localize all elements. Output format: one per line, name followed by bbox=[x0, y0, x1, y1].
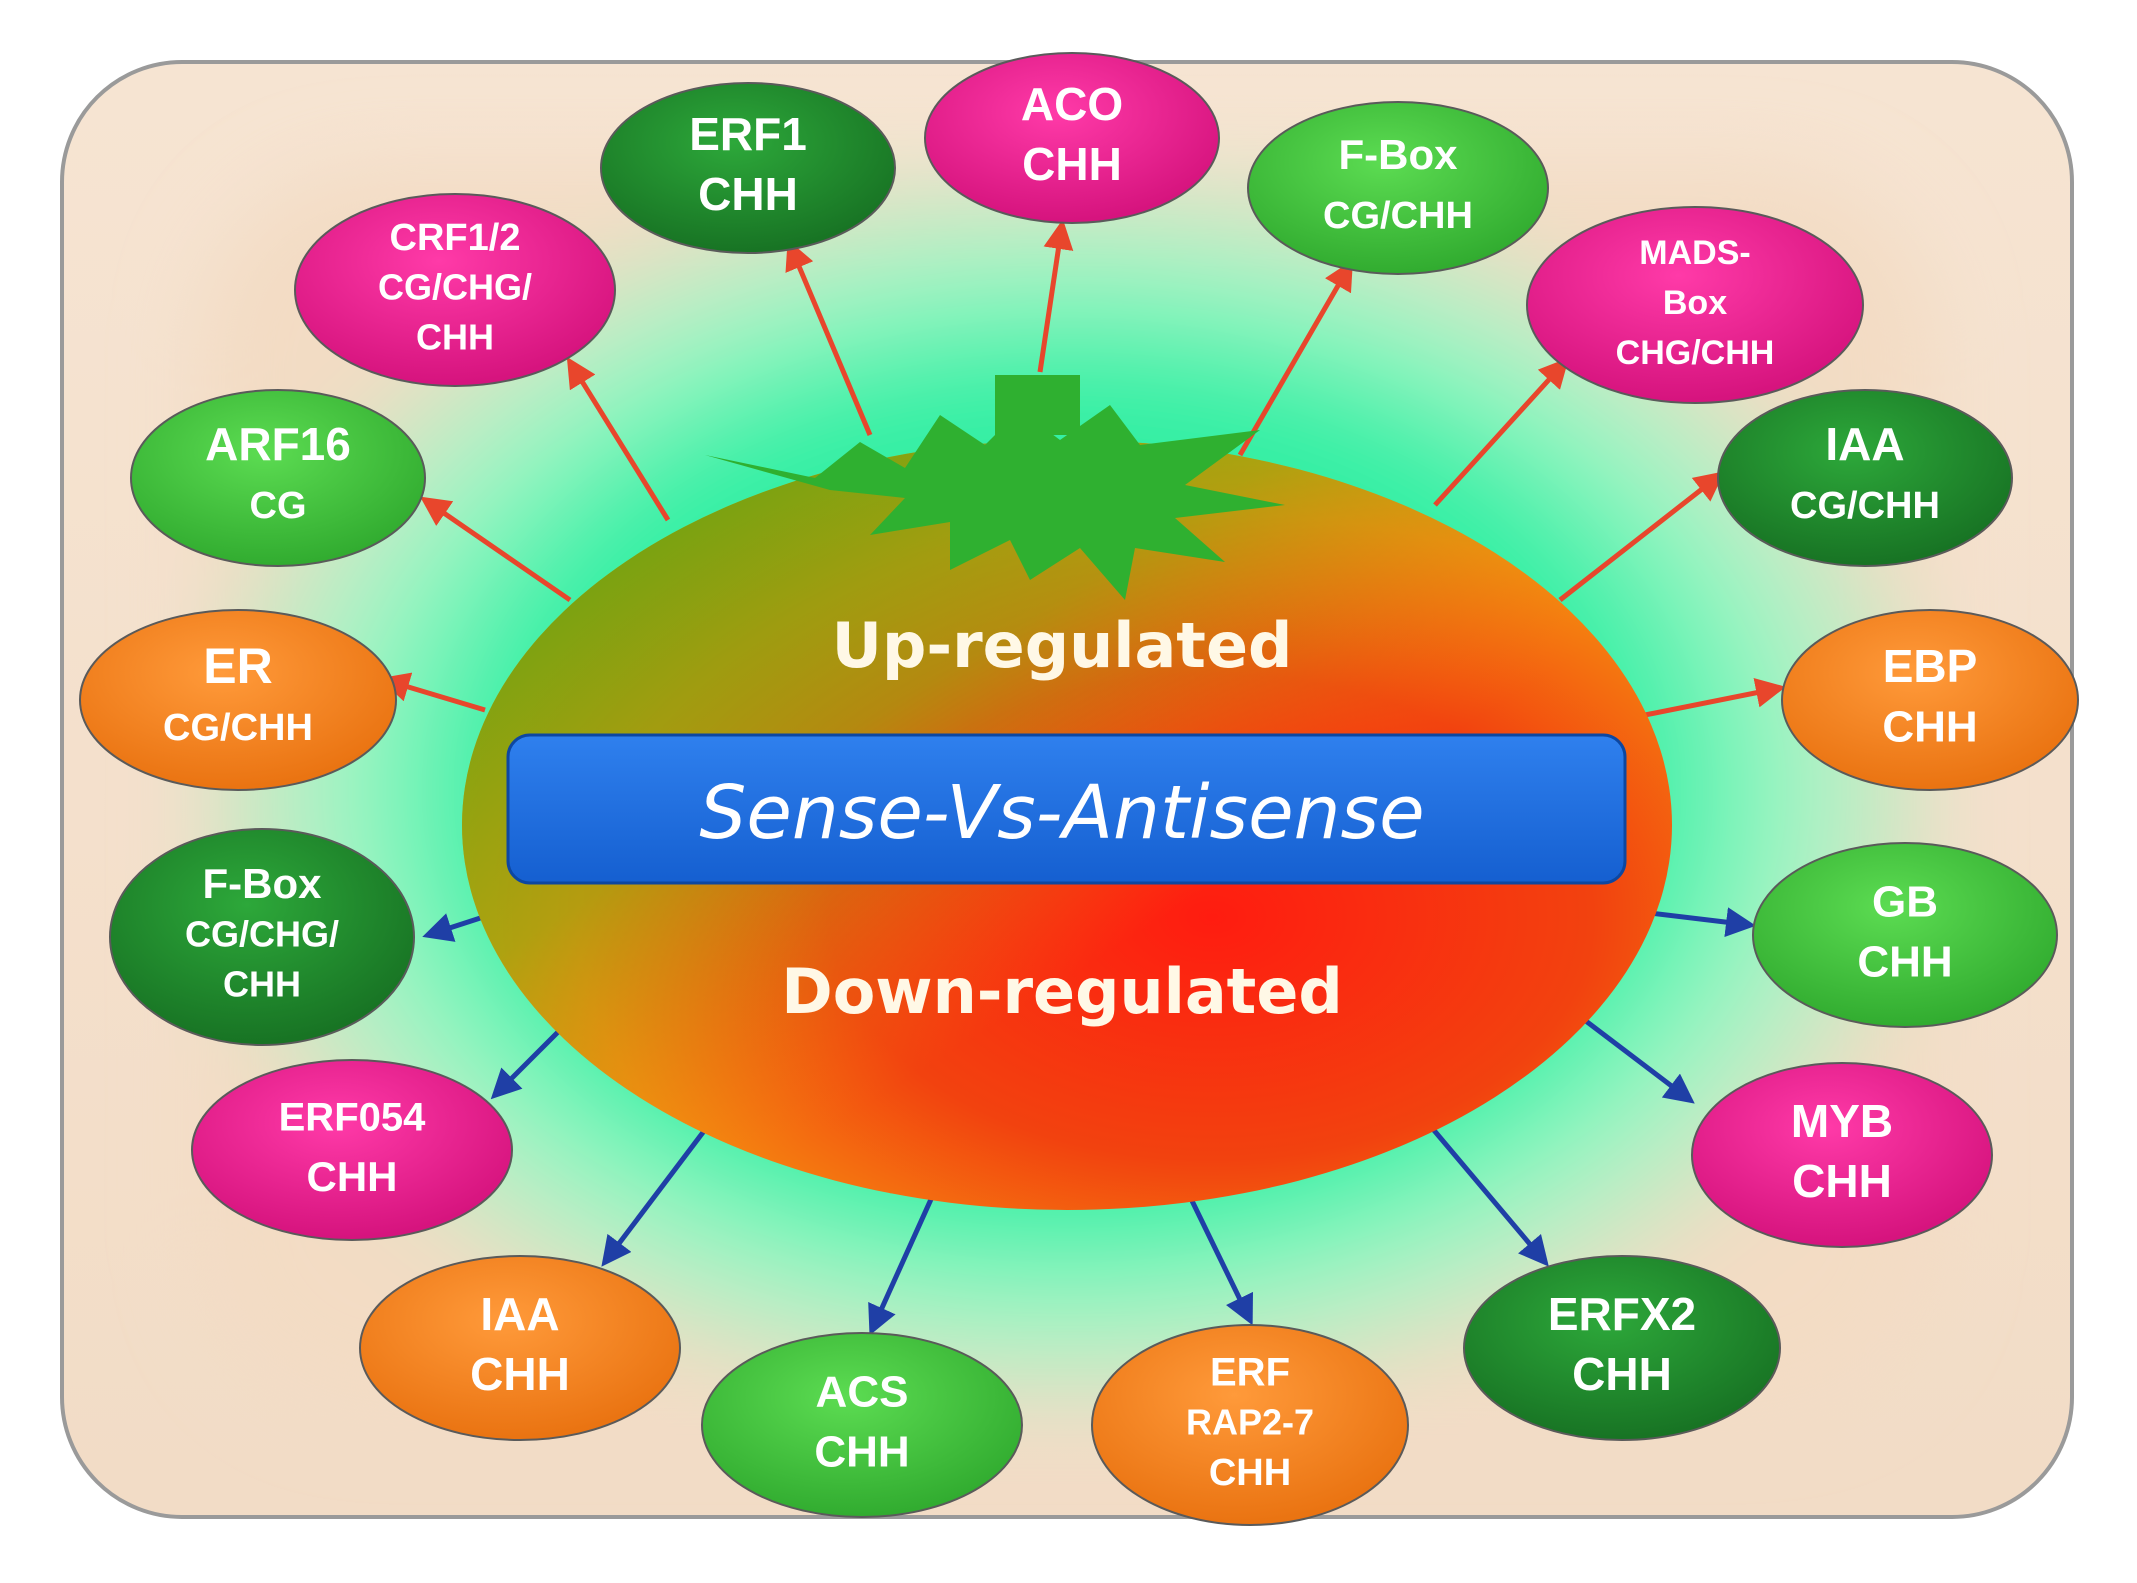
gene-node-ellipse bbox=[1781, 609, 2079, 791]
sense-vs-antisense-label: Sense-Vs-Antisense bbox=[699, 770, 1424, 856]
gene-node-label-line: CHH bbox=[698, 168, 798, 220]
gene-node-ellipse bbox=[109, 828, 415, 1046]
gene-node-ellipse bbox=[600, 82, 896, 254]
gene-node-label-line: CHH bbox=[1209, 1452, 1291, 1494]
gene-node-label-line: GB bbox=[1872, 878, 1938, 927]
gene-node-gb: GB CHH bbox=[1752, 842, 2058, 1028]
gene-node-label-line: Box bbox=[1663, 284, 1727, 322]
gene-node-label-line: CRF1/2 bbox=[390, 217, 521, 259]
gene-node-ellipse bbox=[79, 609, 397, 791]
gene-node-label-line: MADS- bbox=[1639, 234, 1750, 272]
gene-node-ebp: EBP CHH bbox=[1781, 609, 2079, 791]
gene-node-label-line: CHH bbox=[1572, 1348, 1672, 1400]
gene-node-label-line: ERF054 bbox=[279, 1096, 426, 1140]
gene-node-myb: MYB CHH bbox=[1691, 1062, 1993, 1248]
up-regulated-label: Up-regulated bbox=[832, 609, 1293, 682]
gene-node-label-line: ACO bbox=[1021, 78, 1123, 130]
gene-node-label-line: CG/CHH bbox=[1323, 195, 1473, 237]
gene-node-label-line: ARF16 bbox=[205, 418, 351, 470]
down-regulated-label: Down-regulated bbox=[781, 955, 1343, 1028]
gene-node-ellipse bbox=[1691, 1062, 1993, 1248]
tomato-stem-icon bbox=[705, 375, 1285, 600]
gene-node-ellipse bbox=[1717, 389, 2013, 567]
arrow-to-er bbox=[379, 672, 486, 713]
gene-node-label-line: CHH bbox=[1792, 1155, 1892, 1207]
gene-node-ellipse bbox=[1091, 1324, 1409, 1526]
gene-node-label-line: F-Box bbox=[1339, 131, 1459, 178]
gene-node-label-line: CG/CHG/ bbox=[378, 267, 532, 308]
gene-node-label-line: CHH bbox=[1857, 938, 1952, 987]
gene-node-label-line: ACS bbox=[816, 1368, 909, 1417]
gene-node-iaa-down: IAA CHH bbox=[359, 1255, 681, 1441]
arrow-to-aco bbox=[1037, 219, 1074, 373]
gene-node-ellipse bbox=[1526, 206, 1864, 404]
gene-node-label-line: IAA bbox=[1825, 418, 1904, 470]
gene-node-ellipse bbox=[701, 1332, 1023, 1518]
arrow-to-crf12 bbox=[566, 356, 671, 522]
gene-node-label-line: CG/CHH bbox=[1790, 485, 1940, 527]
arrow-to-iaa-up bbox=[1558, 471, 1725, 602]
gene-node-label-line: ER bbox=[203, 638, 272, 694]
gene-node-aco: ACO CHH bbox=[924, 52, 1220, 224]
arrow-to-erf1 bbox=[785, 239, 873, 436]
gene-node-iaa-up: IAA CG/CHH bbox=[1717, 389, 2013, 567]
gene-node-label-line: CHH bbox=[1022, 138, 1122, 190]
gene-node-label-line: CHG/CHH bbox=[1616, 334, 1775, 372]
gene-node-ellipse bbox=[294, 193, 616, 387]
gene-node-label-line: CHH bbox=[307, 1153, 398, 1200]
arrow-to-mads-box bbox=[1433, 357, 1570, 507]
gene-node-label-line: CHH bbox=[814, 1428, 909, 1477]
gene-node-label-line: RAP2-7 bbox=[1186, 1402, 1314, 1443]
gene-node-ellipse bbox=[1463, 1255, 1781, 1441]
gene-node-label-line: ERF1 bbox=[689, 108, 807, 160]
gene-node-label-line: CHH bbox=[470, 1348, 570, 1400]
arrow-to-ebp bbox=[1644, 677, 1786, 718]
gene-node-label-line: CG/CHH bbox=[163, 707, 313, 749]
sense-banner bbox=[506, 733, 1627, 885]
gene-node-label-line: CHH bbox=[1882, 703, 1977, 752]
gene-node-label-line: CG bbox=[250, 485, 307, 527]
gene-node-label-line: CG/CHG/ bbox=[185, 914, 339, 955]
arrow-to-arf16 bbox=[420, 496, 572, 603]
gene-node-label-line: CHH bbox=[223, 964, 301, 1005]
gene-node-ellipse bbox=[924, 52, 1220, 224]
gene-node-label-line: ERF bbox=[1210, 1351, 1290, 1395]
gene-node-label-line: F-Box bbox=[203, 860, 323, 907]
gene-node-label-line: IAA bbox=[480, 1288, 559, 1340]
gene-node-label-line: EBP bbox=[1883, 640, 1978, 692]
gene-node-er: ER CG/CHH bbox=[79, 609, 397, 791]
gene-node-label-line: MYB bbox=[1791, 1095, 1893, 1147]
gene-node-ellipse bbox=[359, 1255, 681, 1441]
gene-node-crf12: CRF1/2CG/CHG/CHH bbox=[294, 193, 616, 387]
gene-node-ellipse bbox=[191, 1059, 513, 1241]
gene-node-ellipse bbox=[130, 389, 426, 567]
gene-node-label-line: CHH bbox=[416, 317, 494, 358]
gene-node-ellipse bbox=[1247, 101, 1549, 275]
gene-node-acs: ACS CHH bbox=[701, 1332, 1023, 1518]
gene-node-label-line: ERFX2 bbox=[1548, 1288, 1696, 1340]
arrow-to-fbox-up bbox=[1237, 259, 1354, 457]
gene-node-ellipse bbox=[1752, 842, 2058, 1028]
